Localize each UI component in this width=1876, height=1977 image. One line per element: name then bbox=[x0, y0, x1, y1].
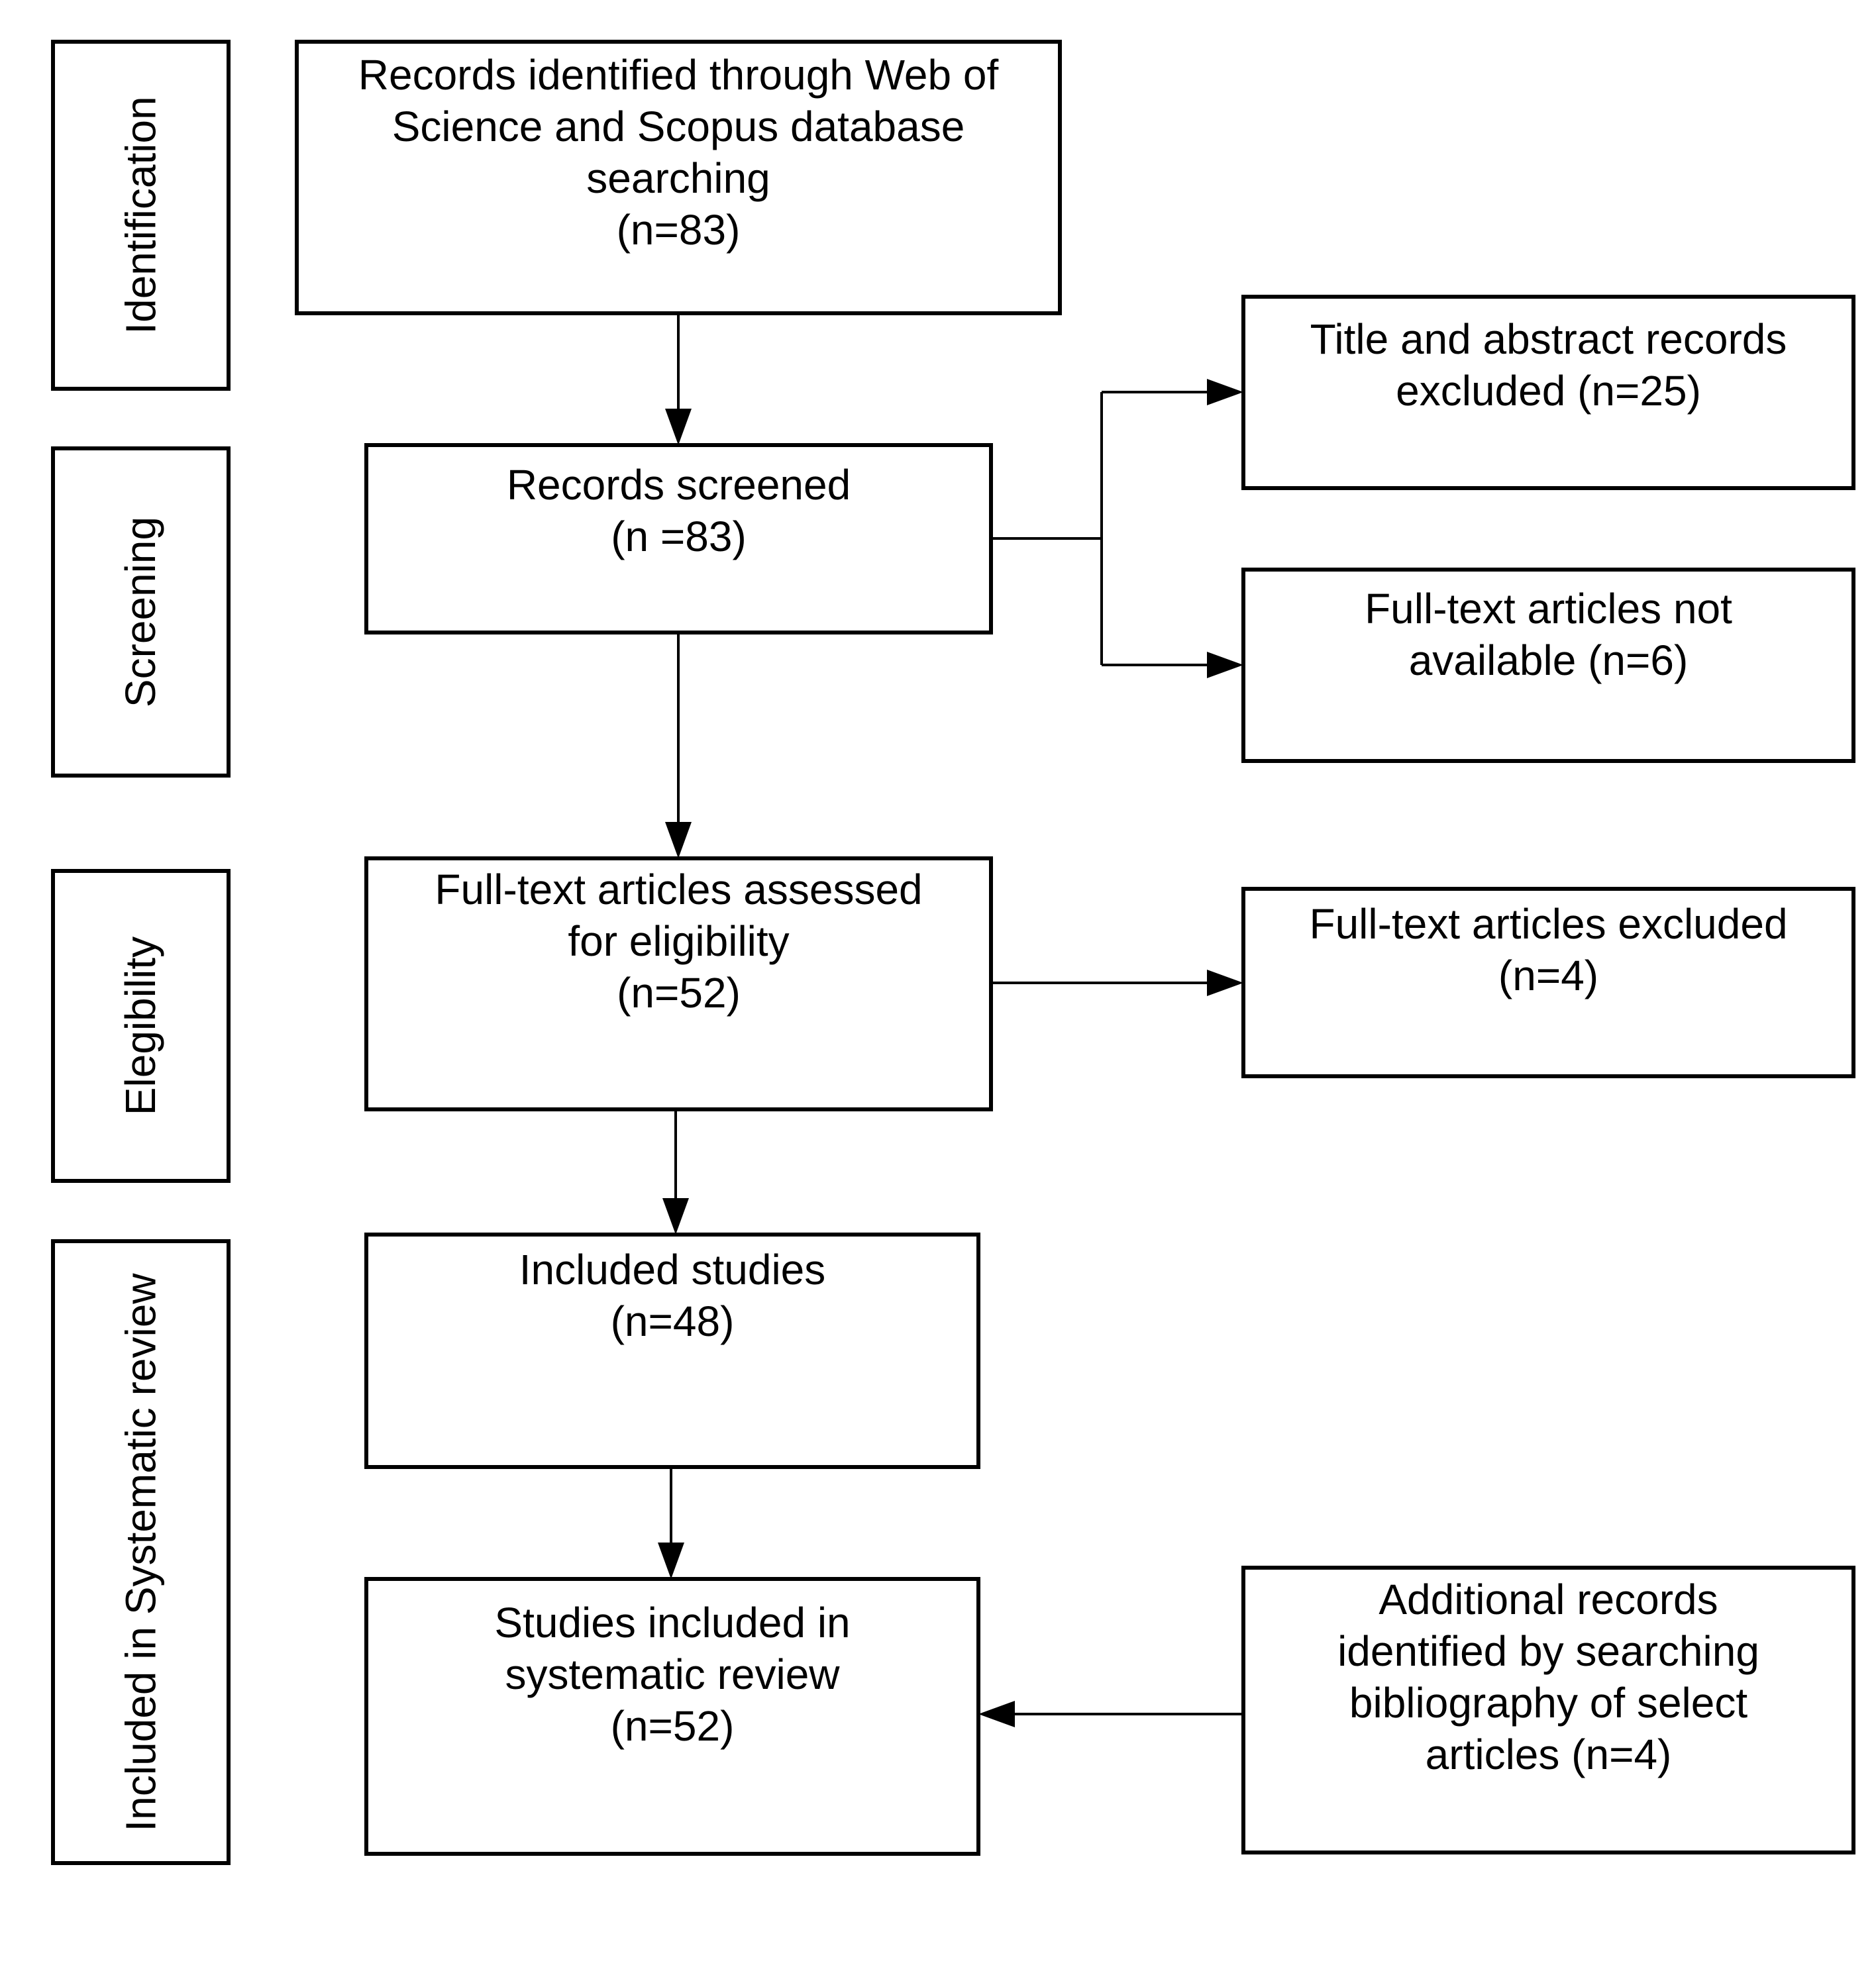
stage-label: Identification bbox=[117, 96, 165, 334]
box-title-abstract-excluded: Title and abstract records excluded (n=2… bbox=[1241, 295, 1855, 490]
box-records-identified: Records identified through Web of Scienc… bbox=[295, 40, 1062, 315]
stage-included-systematic-review: Included in Systematic review bbox=[51, 1239, 231, 1865]
box-text: Full-text articles excluded bbox=[1309, 899, 1788, 948]
arrow-down-icon bbox=[662, 1198, 689, 1235]
box-fulltext-excluded: Full-text articles excluded (n=4) bbox=[1241, 887, 1855, 1078]
box-count: articles (n=4) bbox=[1425, 1731, 1672, 1778]
stage-label: Screening bbox=[117, 516, 165, 708]
box-text: searching bbox=[586, 154, 770, 202]
arrow-assessed-to-included bbox=[662, 1111, 689, 1235]
box-text: Records screened bbox=[506, 460, 851, 509]
box-records-screened: Records screened (n =83) bbox=[364, 443, 993, 634]
arrow-down-icon bbox=[658, 1543, 684, 1579]
box-count: available (n=6) bbox=[1408, 636, 1689, 684]
box-count: (n=83) bbox=[616, 206, 741, 254]
arrow-included-to-review bbox=[658, 1469, 684, 1579]
arrow-left-icon bbox=[978, 1701, 1015, 1727]
box-text: Science and Scopus database bbox=[391, 103, 965, 150]
box-text: Studies included in bbox=[494, 1598, 851, 1647]
stage-eligibility: Elegibility bbox=[51, 869, 231, 1183]
box-text: Title and abstract records bbox=[1310, 315, 1787, 363]
arrow-identified-to-screened bbox=[665, 315, 692, 445]
box-fulltext-not-available: Full-text articles not available (n=6) bbox=[1241, 568, 1855, 763]
box-text: for eligibility bbox=[568, 917, 790, 965]
box-count: (n =83) bbox=[611, 512, 747, 560]
stage-label: Elegibility bbox=[117, 936, 165, 1116]
box-count: (n=52) bbox=[617, 968, 741, 1017]
arrow-screened-to-assessed bbox=[665, 634, 692, 858]
box-count: (n=52) bbox=[610, 1701, 735, 1750]
arrow-down-icon bbox=[665, 822, 692, 858]
box-studies-included-review: Studies included in systematic review (n… bbox=[364, 1577, 980, 1856]
arrow-right-icon bbox=[1207, 970, 1243, 996]
arrow-right-icon bbox=[1207, 379, 1243, 405]
box-text: Records identified through Web of bbox=[358, 51, 999, 99]
arrow-right-icon bbox=[1207, 652, 1243, 678]
box-text: systematic review bbox=[505, 1650, 840, 1698]
box-fulltext-assessed: Full-text articles assessed for eligibil… bbox=[364, 856, 993, 1111]
box-text: Full-text articles assessed bbox=[435, 865, 923, 913]
arrow-additional-to-review bbox=[978, 1701, 1241, 1727]
box-text: identified by searching bbox=[1337, 1627, 1759, 1675]
branch-screened-exclusions bbox=[993, 379, 1243, 678]
box-text: Included studies bbox=[519, 1245, 826, 1293]
stage-identification: Identification bbox=[51, 40, 231, 391]
box-text: Full-text articles not bbox=[1365, 584, 1732, 633]
box-count: excluded (n=25) bbox=[1396, 366, 1701, 415]
box-count: (n=4) bbox=[1498, 951, 1599, 999]
box-included-studies: Included studies (n=48) bbox=[364, 1233, 980, 1469]
stage-label: Included in Systematic review bbox=[117, 1272, 165, 1832]
box-additional-records: Additional records identified by searchi… bbox=[1241, 1566, 1855, 1854]
stage-screening: Screening bbox=[51, 446, 231, 778]
box-count: (n=48) bbox=[610, 1297, 735, 1345]
arrow-down-icon bbox=[665, 409, 692, 445]
box-text: bibliography of select bbox=[1349, 1679, 1748, 1727]
box-text: Additional records bbox=[1379, 1576, 1718, 1623]
arrow-assessed-to-excluded bbox=[993, 970, 1243, 996]
